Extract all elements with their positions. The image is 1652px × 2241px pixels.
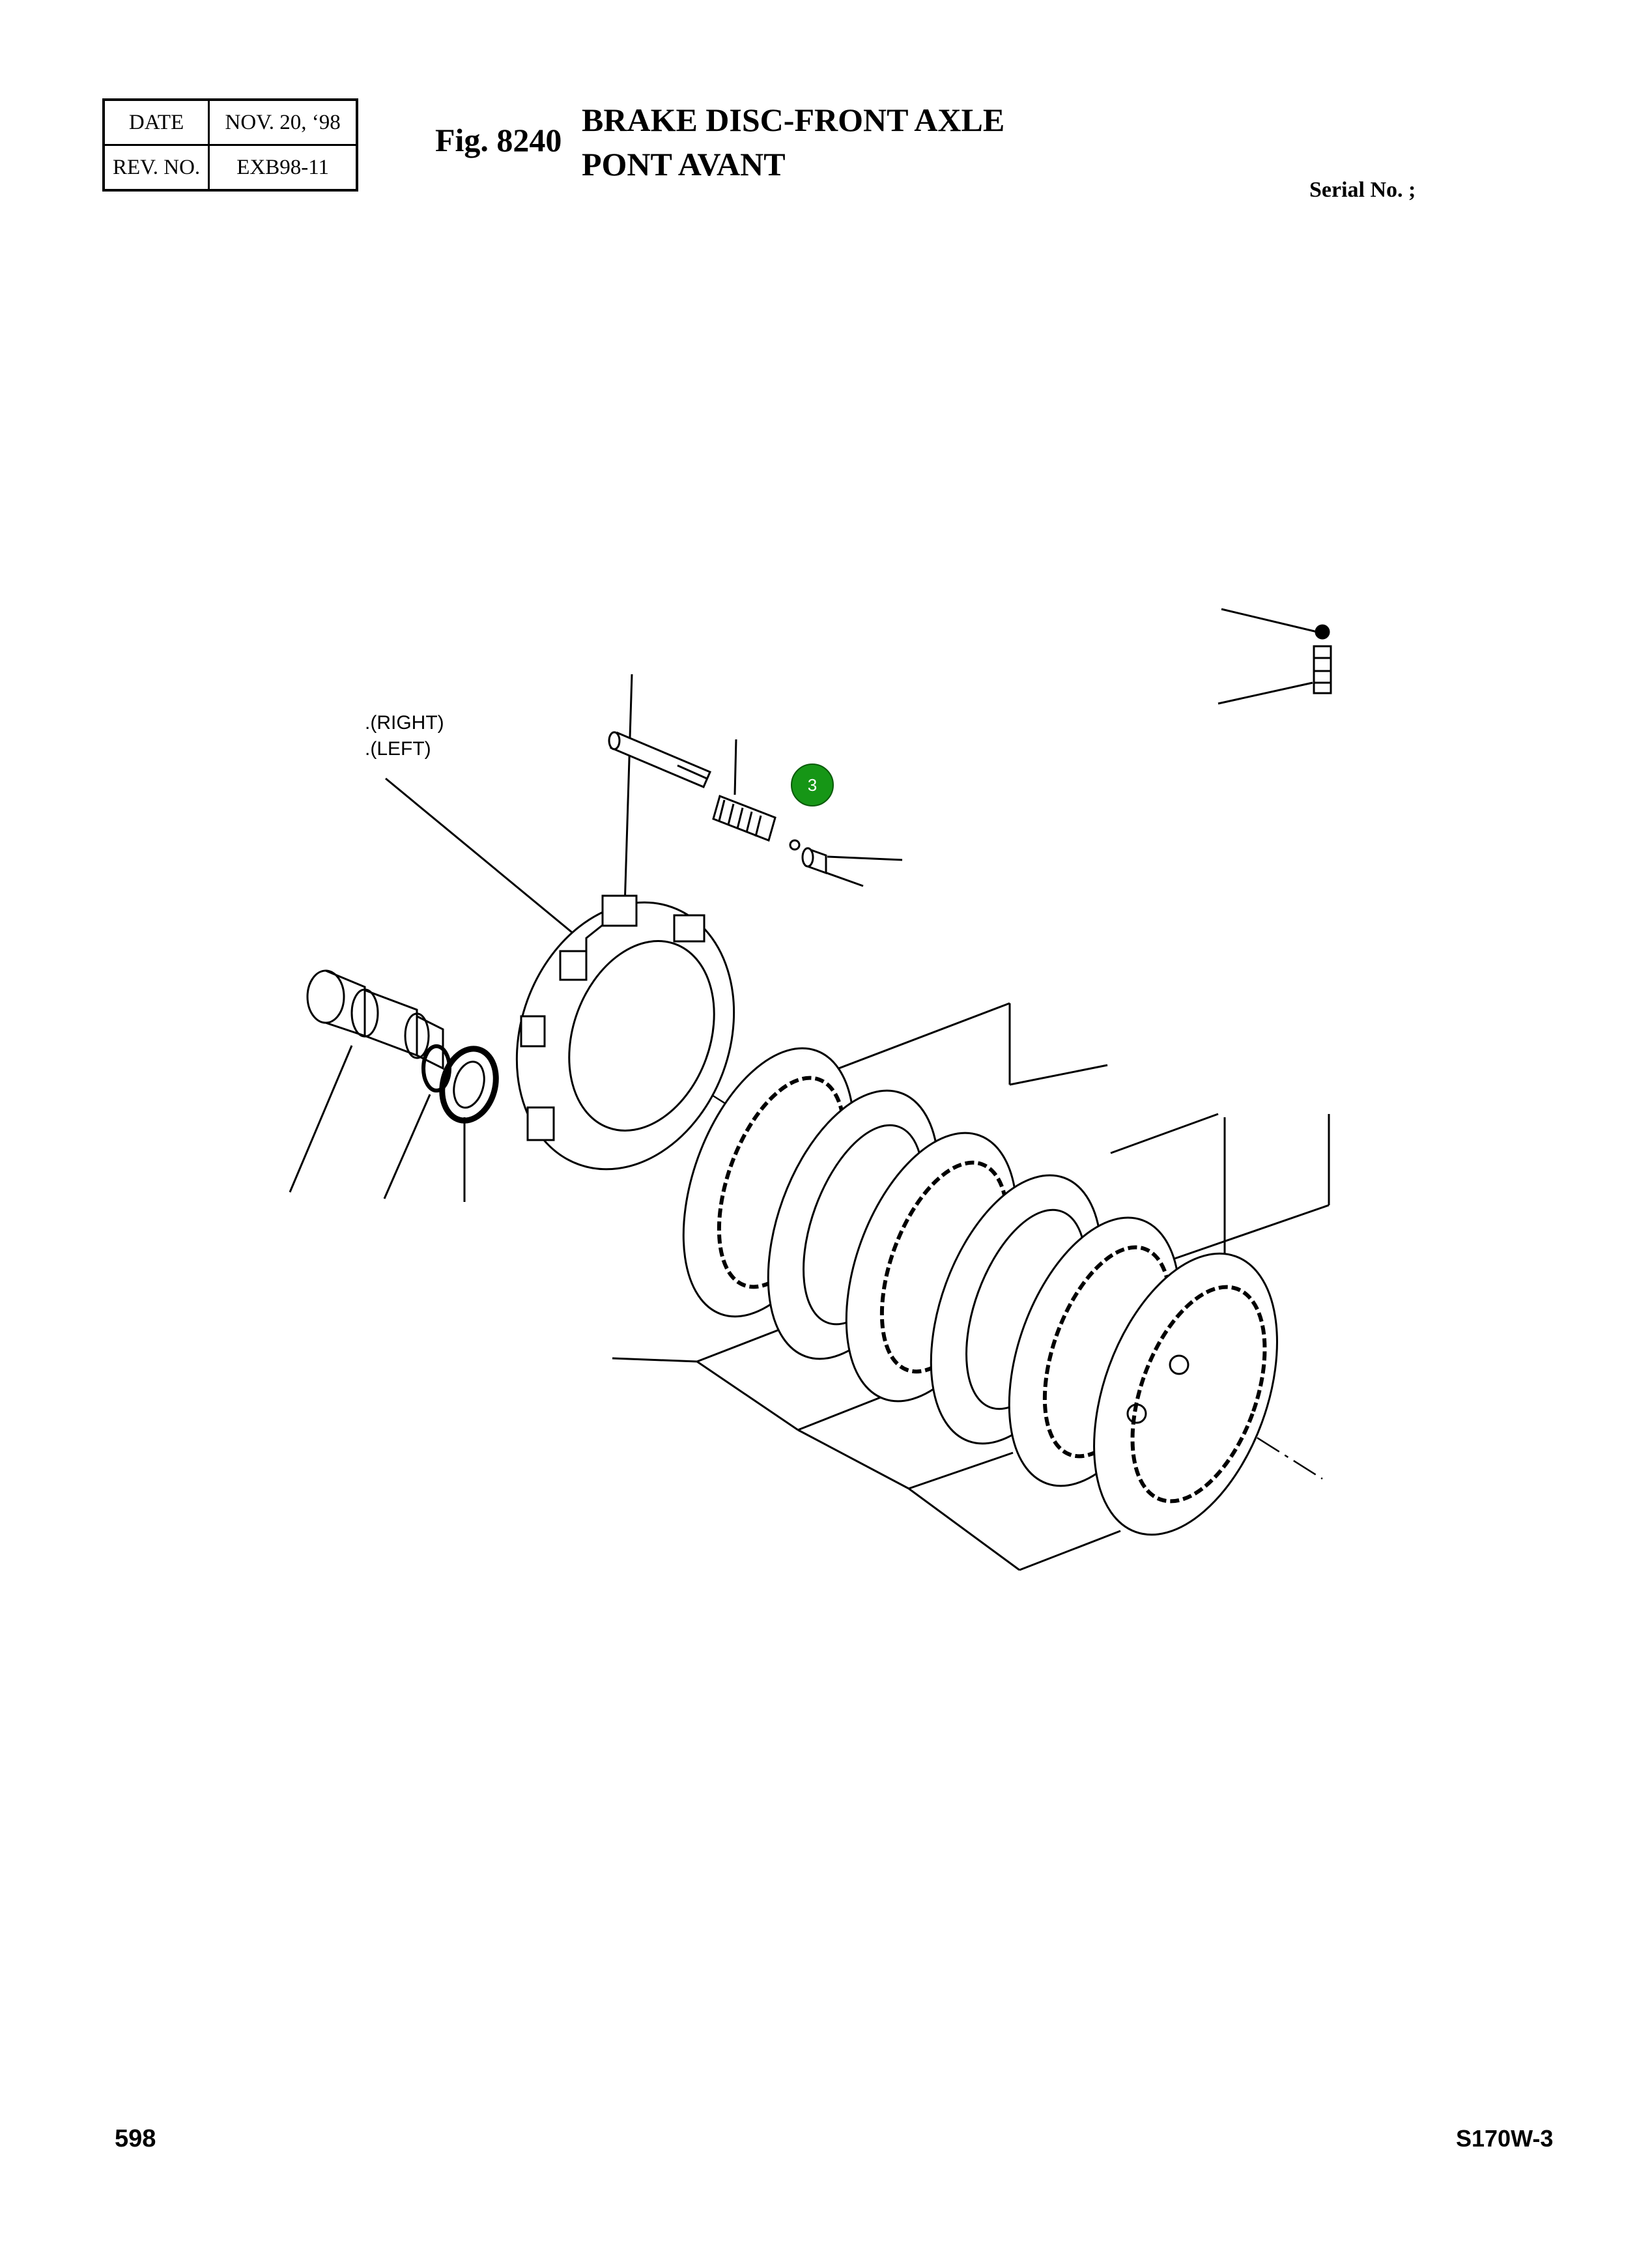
end-plate bbox=[1093, 1252, 1278, 1536]
bracket-line bbox=[696, 1360, 799, 1431]
leader-line bbox=[289, 1045, 353, 1193]
nut bbox=[801, 847, 827, 875]
leader-line bbox=[1218, 681, 1313, 705]
rev-value: EXB98-11 bbox=[208, 144, 358, 192]
rev-label: REV. NO. bbox=[102, 144, 210, 192]
figure-number: Fig. 8240 bbox=[435, 122, 562, 158]
leader-line bbox=[385, 777, 603, 959]
page-number: 598 bbox=[115, 2125, 156, 2152]
callout-right: .(RIGHT) bbox=[365, 712, 444, 734]
rev-row: REV. NO. EXB98-11 bbox=[102, 144, 358, 192]
brake-disc-pack bbox=[682, 1047, 1278, 1536]
shaft bbox=[306, 969, 444, 1070]
leader-line bbox=[623, 674, 633, 929]
bracket-line bbox=[1009, 1064, 1108, 1086]
snap-ring-inner bbox=[453, 1061, 485, 1109]
leader-line bbox=[1221, 608, 1318, 633]
callout-left: .(LEFT) bbox=[365, 738, 431, 760]
bleeder-fitting bbox=[1313, 624, 1332, 694]
snap-ring bbox=[439, 1046, 499, 1124]
bracket-line bbox=[1159, 1204, 1330, 1265]
figure-title-line1: BRAKE DISC-FRONT AXLE bbox=[582, 102, 1005, 138]
revision-table: DATE NOV. 20, ‘98 REV. NO. EXB98-11 bbox=[102, 98, 359, 192]
date-value: NOV. 20, ‘98 bbox=[208, 98, 358, 146]
leader-line bbox=[827, 855, 903, 861]
piston-plate bbox=[515, 894, 735, 1171]
leader-line bbox=[733, 739, 737, 795]
small-washer bbox=[789, 839, 801, 851]
serial-number-label: Serial No. ; bbox=[1309, 178, 1416, 202]
figure-title-line2: PONT AVANT bbox=[582, 146, 786, 182]
bracket-line bbox=[797, 1429, 909, 1490]
bolt-pin bbox=[608, 731, 711, 788]
bracket-line bbox=[1110, 1113, 1219, 1154]
leader-line bbox=[383, 1094, 431, 1199]
figure-title: BRAKE DISC-FRONT AXLE PONT AVANT bbox=[582, 98, 1004, 186]
bracket-line bbox=[908, 1487, 1020, 1571]
leader-line bbox=[612, 1357, 698, 1363]
bracket-line bbox=[908, 1451, 1014, 1490]
bracket-line bbox=[1019, 1530, 1121, 1571]
date-label: DATE bbox=[102, 98, 210, 146]
spring bbox=[712, 795, 776, 842]
date-row: DATE NOV. 20, ‘98 bbox=[102, 98, 358, 146]
item-marker-3[interactable]: 3 bbox=[791, 764, 834, 806]
model-number: S170W-3 bbox=[1456, 2125, 1554, 2152]
